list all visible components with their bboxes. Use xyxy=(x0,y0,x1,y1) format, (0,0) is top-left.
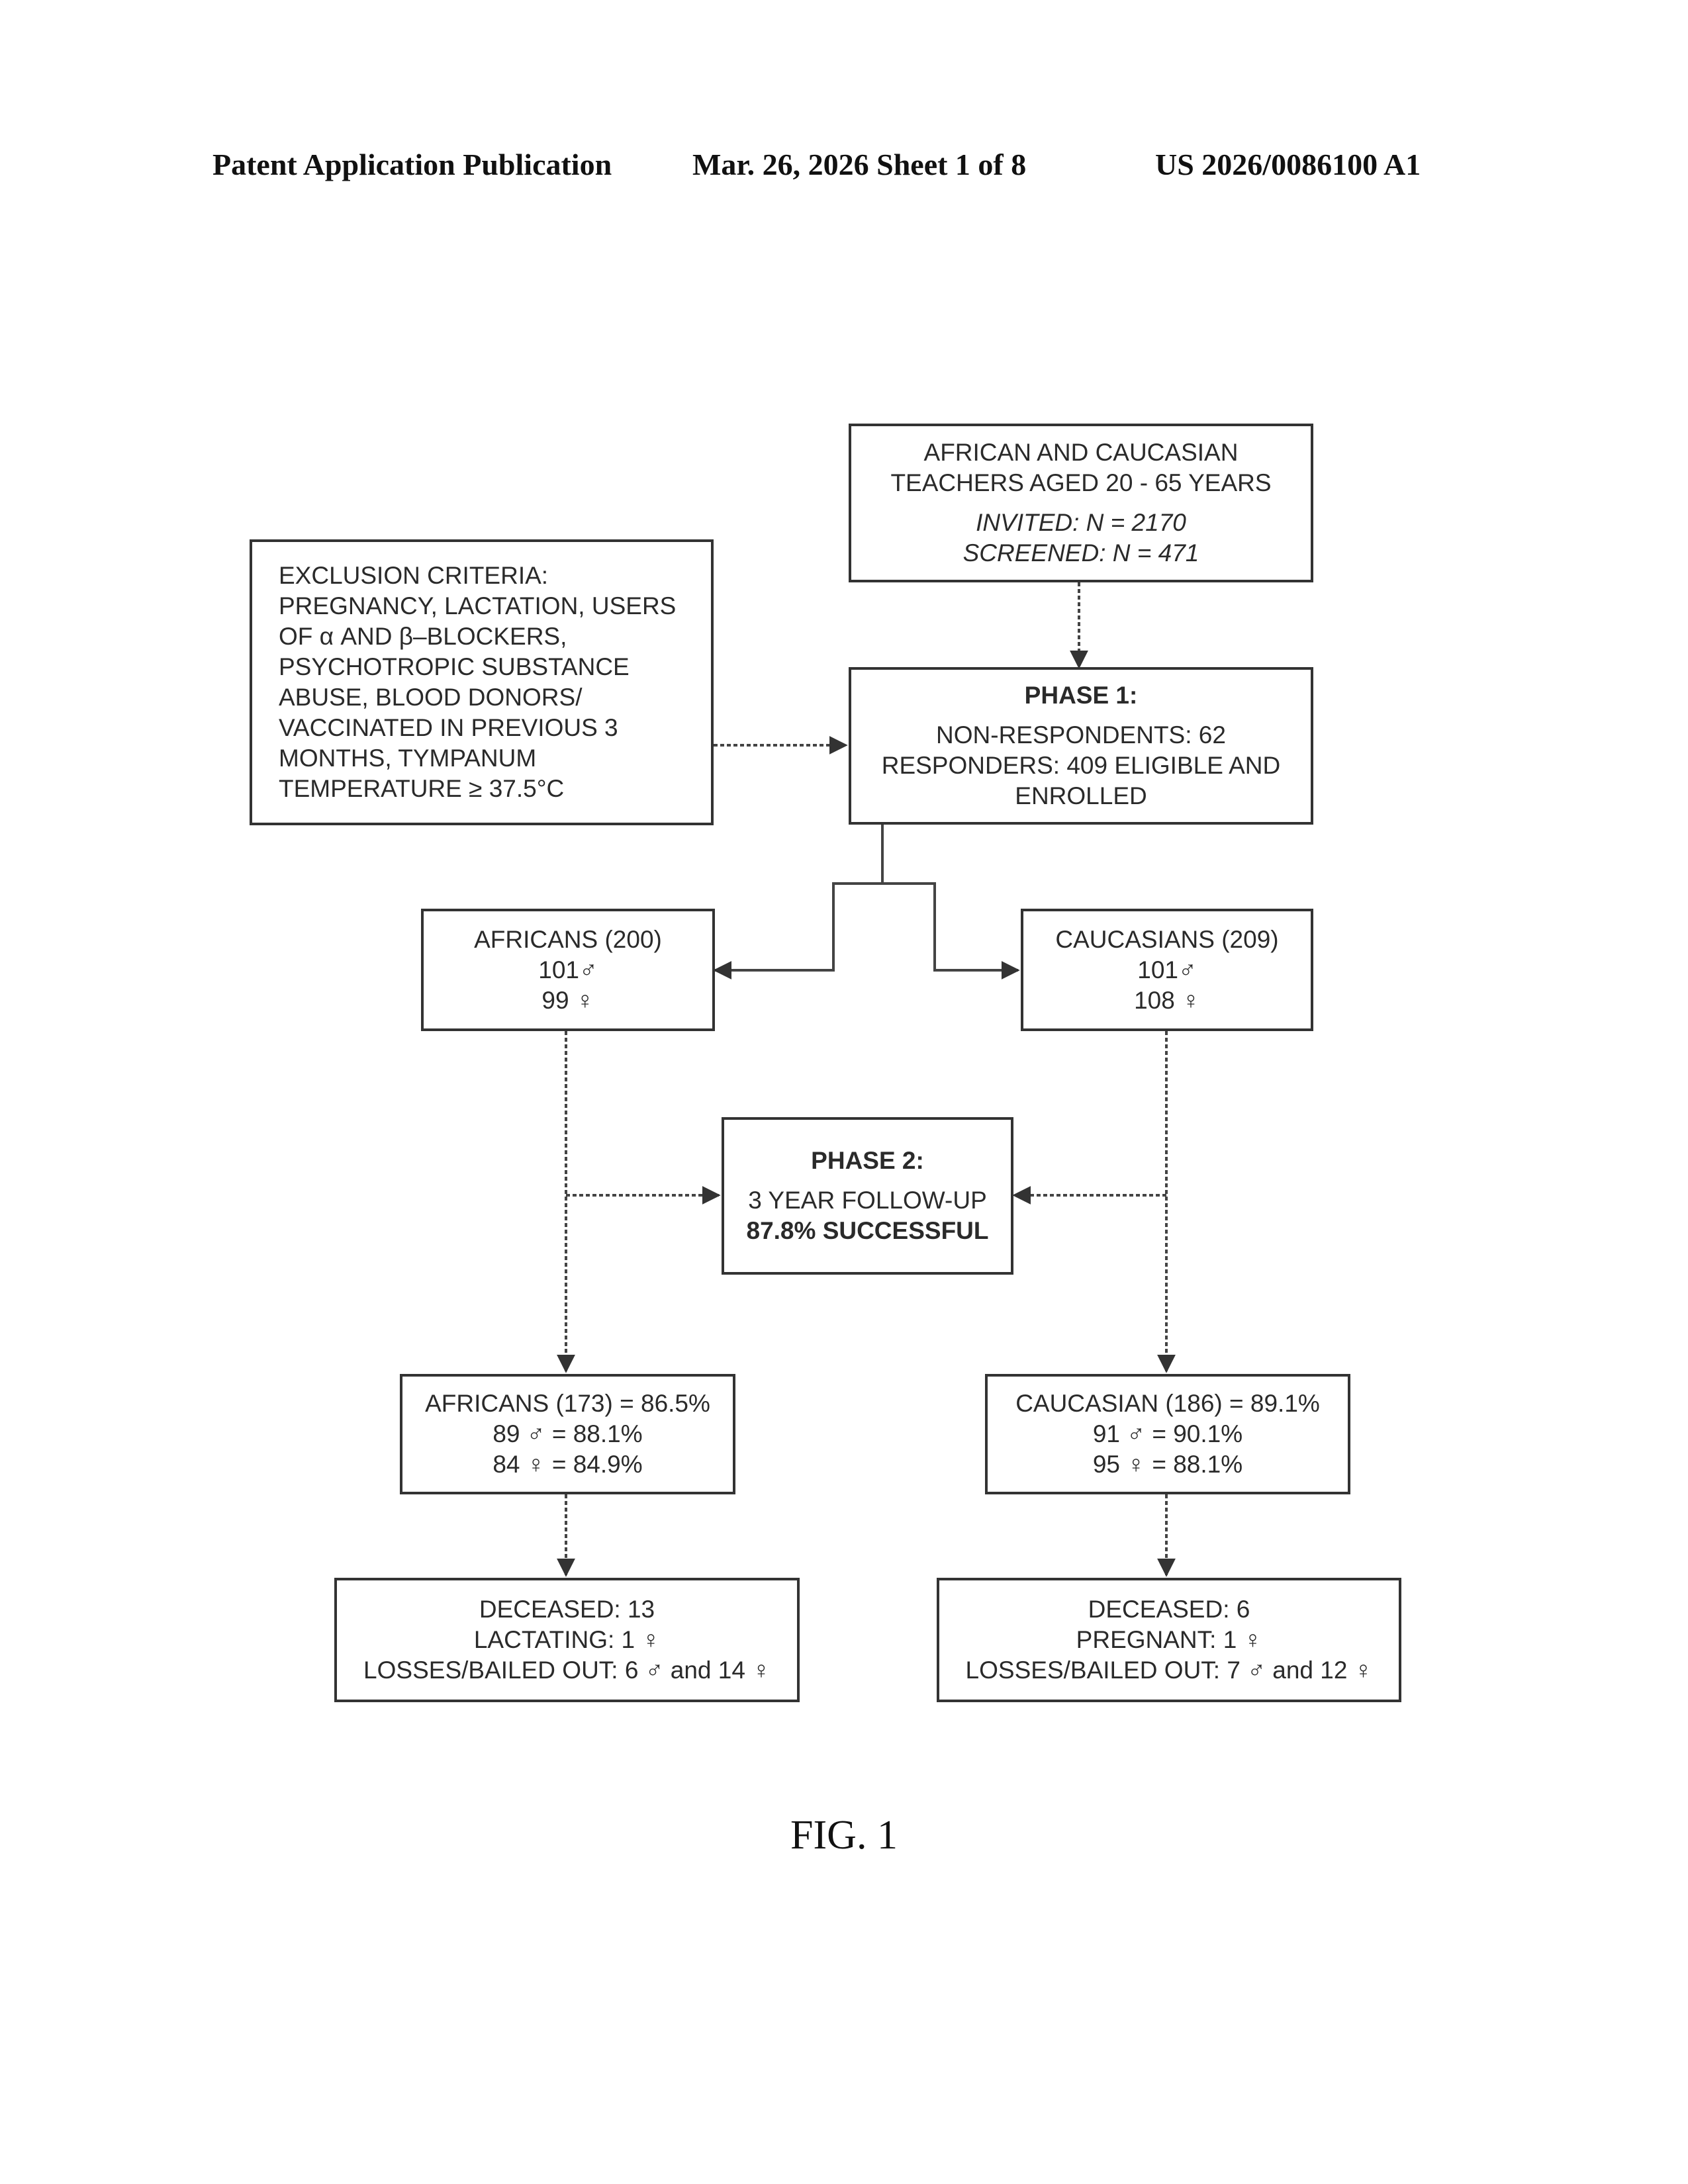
exclusion-criteria-box: EXCLUSION CRITERIA: PREGNANCY, LACTATION… xyxy=(250,539,714,825)
caucasian-followup-male: 91 ♂ = 90.1% xyxy=(1093,1419,1243,1449)
population-invited: INVITED: N = 2170 xyxy=(976,508,1186,538)
population-line2: TEACHERS AGED 20 - 65 YEARS xyxy=(890,468,1271,498)
caucasian-losses-box: DECEASED: 6 PREGNANT: 1 ♀ LOSSES/BAILED … xyxy=(937,1578,1401,1702)
phase2-box: PHASE 2: 3 YEAR FOLLOW-UP 87.8% SUCCESSF… xyxy=(722,1117,1013,1275)
africans-followup-male: 89 ♂ = 88.1% xyxy=(492,1419,642,1449)
caucasian-followup-box: CAUCASIAN (186) = 89.1% 91 ♂ = 90.1% 95 … xyxy=(985,1374,1350,1494)
connector-phase1-to-africans xyxy=(715,825,882,970)
caucasians-baseline-female: 108 ♀ xyxy=(1134,985,1200,1016)
africans-losses-bailed: LOSSES/BAILED OUT: 6 ♂ and 14 ♀ xyxy=(363,1655,771,1686)
exclusion-line: PREGNANCY, LACTATION, USERS xyxy=(279,591,676,621)
exclusion-line: TEMPERATURE ≥ 37.5°C xyxy=(279,774,564,804)
phase1-enrolled: ENROLLED xyxy=(1015,781,1147,811)
caucasian-losses-status: PREGNANT: 1 ♀ xyxy=(1076,1625,1262,1655)
africans-baseline-box: AFRICANS (200) 101♂ 99 ♀ xyxy=(421,909,715,1031)
africans-losses-box: DECEASED: 13 LACTATING: 1 ♀ LOSSES/BAILE… xyxy=(334,1578,800,1702)
africans-followup-box: AFRICANS (173) = 86.5% 89 ♂ = 88.1% 84 ♀… xyxy=(400,1374,735,1494)
exclusion-line: PSYCHOTROPIC SUBSTANCE xyxy=(279,652,630,682)
africans-followup-title: AFRICANS (173) = 86.5% xyxy=(425,1388,710,1419)
phase1-non-respondents: NON-RESPONDENTS: 62 xyxy=(936,720,1226,751)
caucasians-baseline-title: CAUCASIANS (209) xyxy=(1055,925,1278,955)
population-screened: SCREENED: N = 471 xyxy=(963,538,1199,569)
phase1-box: PHASE 1: NON-RESPONDENTS: 62 RESPONDERS:… xyxy=(849,667,1313,825)
caucasians-baseline-male: 101♂ xyxy=(1137,955,1196,985)
connector-phase1-to-caucasians xyxy=(882,884,1018,970)
phase2-title: PHASE 2: xyxy=(811,1146,924,1176)
africans-baseline-female: 99 ♀ xyxy=(541,985,594,1016)
phase2-followup: 3 YEAR FOLLOW-UP xyxy=(748,1185,987,1216)
exclusion-line: MONTHS, TYMPANUM xyxy=(279,743,536,774)
figure-label: FIG. 1 xyxy=(0,1812,1688,1859)
population-line1: AFRICAN AND CAUCASIAN xyxy=(924,437,1239,468)
exclusion-line: ABUSE, BLOOD DONORS/ xyxy=(279,682,583,713)
caucasian-losses-deceased: DECEASED: 6 xyxy=(1088,1594,1250,1625)
caucasian-followup-title: CAUCASIAN (186) = 89.1% xyxy=(1015,1388,1320,1419)
exclusion-line: OF α AND β–BLOCKERS, xyxy=(279,621,567,652)
population-box: AFRICAN AND CAUCASIAN TEACHERS AGED 20 -… xyxy=(849,424,1313,582)
phase2-success: 87.8% SUCCESSFUL xyxy=(747,1216,989,1246)
exclusion-line: VACCINATED IN PREVIOUS 3 xyxy=(279,713,618,743)
exclusion-line: EXCLUSION CRITERIA: xyxy=(279,561,548,591)
caucasian-losses-bailed: LOSSES/BAILED OUT: 7 ♂ and 12 ♀ xyxy=(966,1655,1373,1686)
africans-baseline-male: 101♂ xyxy=(538,955,597,985)
caucasian-followup-female: 95 ♀ = 88.1% xyxy=(1093,1449,1243,1480)
phase1-responders: RESPONDERS: 409 ELIGIBLE AND xyxy=(882,751,1281,781)
phase1-title: PHASE 1: xyxy=(1025,680,1138,711)
africans-losses-deceased: DECEASED: 13 xyxy=(479,1594,655,1625)
africans-followup-female: 84 ♀ = 84.9% xyxy=(492,1449,642,1480)
africans-baseline-title: AFRICANS (200) xyxy=(474,925,662,955)
caucasians-baseline-box: CAUCASIANS (209) 101♂ 108 ♀ xyxy=(1021,909,1313,1031)
africans-losses-status: LACTATING: 1 ♀ xyxy=(474,1625,660,1655)
